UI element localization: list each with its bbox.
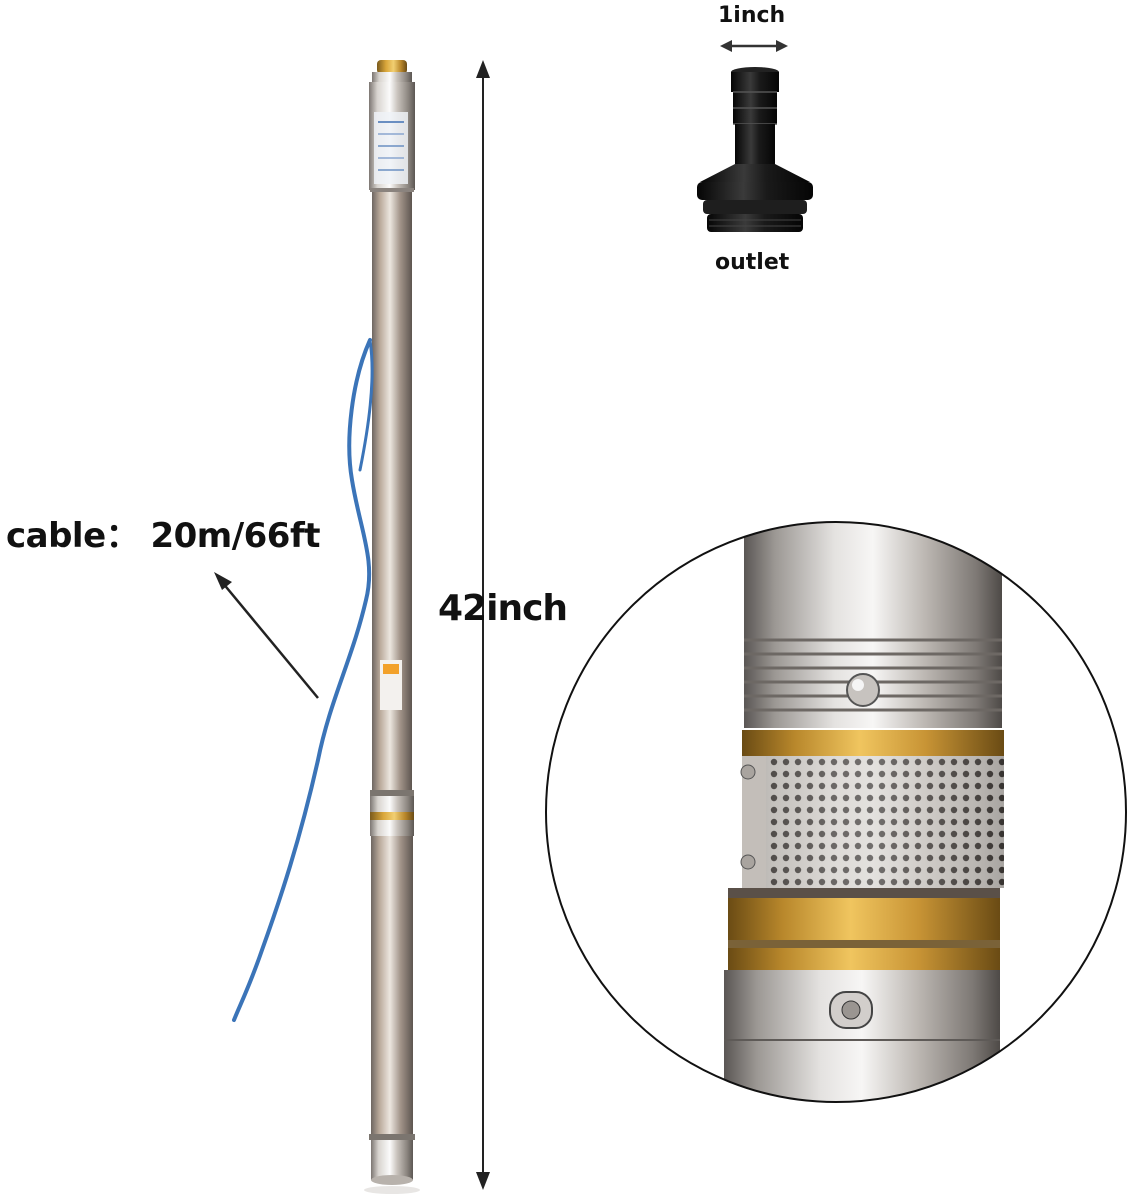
pump-body — [364, 60, 420, 1194]
pump-height-label: 42inch — [438, 588, 568, 629]
outlet-label: outlet — [715, 250, 790, 275]
cable-length-label: cable： 20m/66ft — [6, 516, 321, 556]
dimension-arrow-icon — [476, 60, 490, 1190]
arrow-pointer-icon — [214, 572, 319, 699]
screw-icon — [846, 673, 880, 707]
detail-zoom — [545, 521, 1127, 1103]
pump-label — [374, 112, 408, 184]
arrow-double-icon — [720, 40, 788, 52]
inlet-size-label: 1inch — [718, 3, 786, 28]
cable — [232, 338, 372, 1022]
pump-top-cap — [377, 60, 407, 74]
outlet-fitting — [697, 40, 813, 232]
